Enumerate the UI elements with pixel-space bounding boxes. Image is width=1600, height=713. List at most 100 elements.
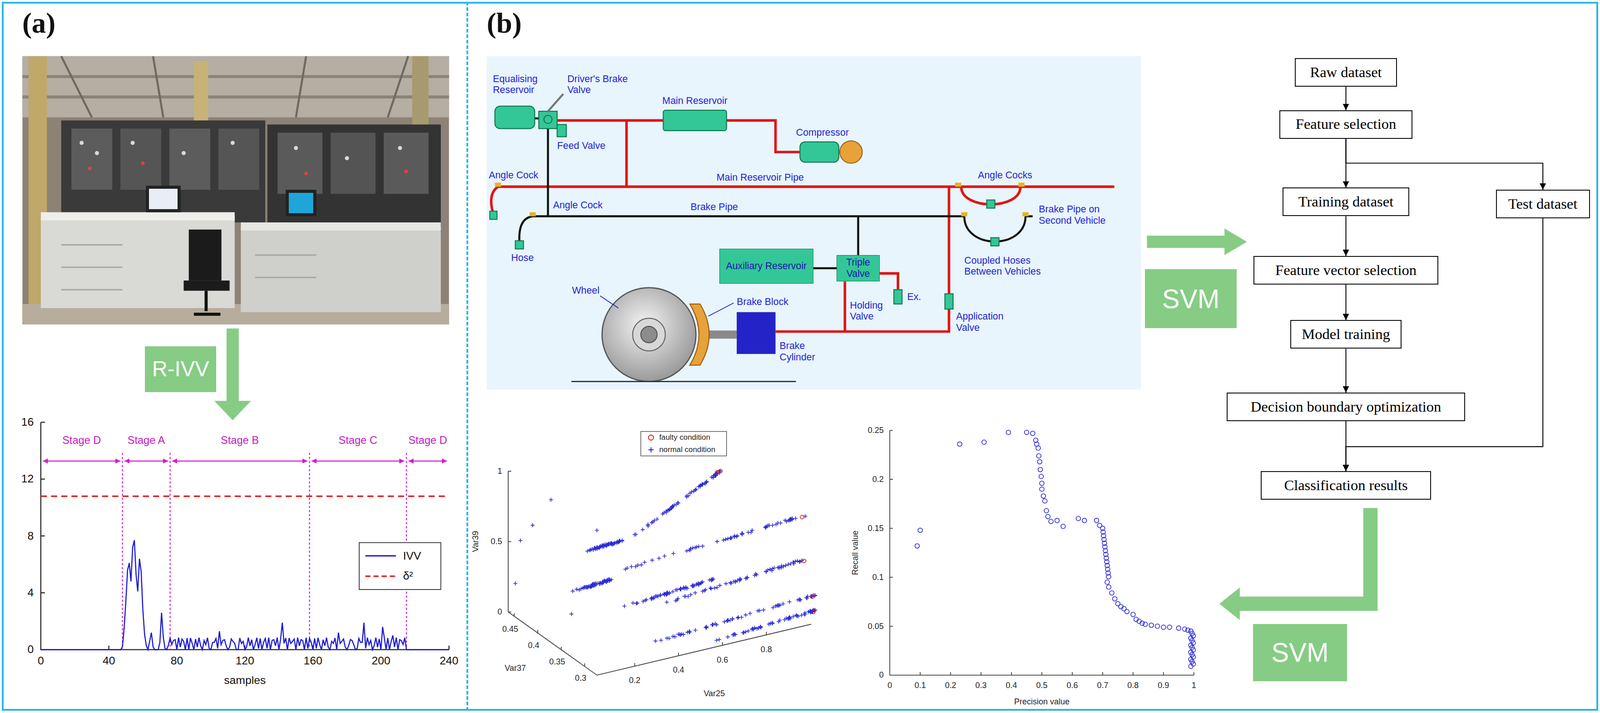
flow-arrow-green	[214, 328, 252, 421]
ivv-chart	[359, 543, 441, 590]
ivv-chart	[40, 422, 450, 650]
valve-box: Triple Valve	[836, 255, 880, 282]
lab-photo	[145, 185, 181, 213]
pr-point	[1149, 623, 1154, 629]
main-reservoir-pipe	[625, 120, 629, 187]
part-label: Main Reservoir Pipe	[716, 172, 804, 184]
scatter-3d	[640, 431, 727, 457]
part-label: Angle Cock	[488, 169, 539, 182]
axis-tick: 0.1	[872, 572, 884, 583]
ivv-line	[40, 540, 450, 650]
lab-photo	[397, 146, 402, 151]
part-label: Ex.	[906, 291, 922, 303]
process-box: Model training	[1290, 320, 1402, 349]
axis-tick: 0.15	[867, 524, 884, 534]
angle-cock-symbol	[1022, 212, 1029, 217]
pr-point	[1104, 580, 1110, 585]
pr-point	[1182, 627, 1188, 632]
method-tag: R-IVV	[144, 346, 217, 393]
pr-point	[1048, 519, 1054, 525]
axis-title: Precision value	[1014, 697, 1070, 707]
axis-tick: 12	[21, 472, 34, 486]
axis-title: Var39	[470, 531, 481, 553]
pr-point	[957, 442, 962, 447]
valve-symbol	[990, 237, 1000, 247]
lab-photo	[193, 291, 221, 315]
pr-point	[1143, 622, 1148, 628]
stage-label: Stage D	[408, 434, 447, 447]
node-text: SVM	[1271, 637, 1329, 669]
axis-tick: 0	[27, 643, 34, 657]
pr-point	[1055, 518, 1060, 524]
axis-tick: 0.5	[490, 537, 502, 547]
pr-point	[1045, 514, 1051, 520]
node-text: Classification results	[1283, 477, 1408, 495]
axis-title: Var37	[504, 663, 526, 674]
valve-symbol	[538, 111, 557, 129]
lab-photo	[94, 151, 100, 156]
valve-symbol	[557, 124, 567, 137]
axis-tick: 80	[170, 654, 184, 668]
lab-photo	[344, 156, 349, 161]
process-box: Feature selection	[1279, 110, 1412, 139]
main-reservoir-pipe	[557, 119, 664, 123]
faulty-point	[800, 515, 804, 520]
axis-tick: 4	[27, 586, 34, 600]
lab-photo	[240, 222, 441, 231]
axis-tick: 0.4	[528, 641, 540, 651]
part-label: Wheel	[571, 285, 600, 297]
panel-frame: (b)Auxiliary ReservoirTriple ValveSVMRaw…	[468, 1, 1598, 712]
scatter-3d	[648, 435, 654, 441]
axis-tick: 120	[235, 654, 255, 668]
lab-photo	[61, 56, 409, 118]
angle-cock-symbol	[960, 212, 967, 217]
panel-label: (a)	[22, 7, 56, 40]
part-label: Hose	[510, 252, 534, 264]
part-label: Brake Pipe on Second Vehicle	[1038, 203, 1133, 227]
lab-photo	[240, 226, 441, 313]
axis-tick: 0.9	[1157, 681, 1170, 691]
part-label: Compressor	[796, 127, 849, 139]
ivv-chart	[172, 460, 308, 462]
brake-pipe	[519, 118, 1033, 256]
lab-photo	[267, 124, 441, 233]
lab-photo	[285, 189, 317, 217]
axis-tick: 0.5	[1035, 681, 1048, 691]
flow-arrow	[1346, 138, 1544, 190]
main-reservoir-pipe	[879, 273, 898, 290]
axis-tick: 0.3	[975, 681, 987, 691]
ivv-chart	[365, 575, 396, 578]
pr-point	[1042, 499, 1048, 504]
lab-photo	[88, 166, 92, 171]
axis-tick: 0	[887, 681, 892, 691]
flow-arrow	[1345, 284, 1347, 321]
pr-point	[1124, 609, 1130, 615]
pr-point	[1130, 612, 1136, 618]
pr-point	[917, 528, 923, 533]
angle-cock-symbol	[495, 182, 501, 187]
ivv-series	[40, 540, 450, 650]
ivv-chart	[40, 422, 450, 650]
wheel-symbol	[736, 312, 776, 355]
node-text: Auxiliary Reservoir	[725, 260, 807, 273]
lab-photo	[188, 229, 222, 281]
axis-tick: 0.25	[867, 426, 884, 436]
legend-text: IVV	[402, 549, 422, 563]
part-label: Feed Valve	[557, 140, 606, 152]
precision-recall-plot	[889, 430, 1194, 676]
pr-point	[1112, 596, 1118, 602]
lab-photo	[22, 76, 449, 98]
lab-photo	[183, 280, 230, 291]
brake-schematic	[486, 56, 1141, 391]
pr-points	[915, 430, 1196, 669]
node-text: SVM	[1162, 283, 1220, 315]
pr-point	[915, 544, 920, 549]
pr-point	[1167, 625, 1172, 630]
lab-photo	[330, 132, 376, 194]
ivv-chart	[40, 422, 450, 650]
brake-schematic	[486, 56, 1141, 391]
normal-points	[513, 469, 818, 644]
pr-point	[1188, 664, 1194, 669]
valve-symbol	[489, 106, 999, 310]
